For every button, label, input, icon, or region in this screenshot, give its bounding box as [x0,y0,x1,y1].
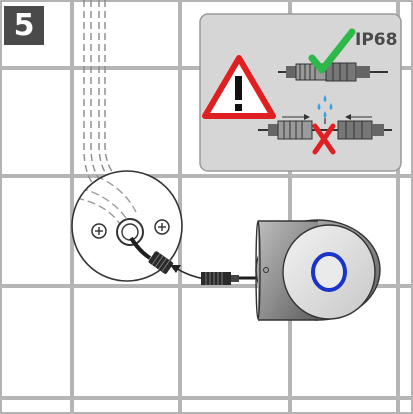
screw-icon [154,219,170,235]
water-drops-icon [317,95,333,118]
screw-icon [91,223,107,239]
lamp-port [263,267,269,273]
connect-arrow [170,265,206,280]
connector-gap-incorrect [258,114,392,140]
step-number-badge: 5 [4,6,44,45]
magnified-junction-box [71,170,183,282]
ip-rating-label: IP68 [355,30,398,50]
check-icon [308,28,356,74]
dashed-cable-channel [83,0,133,201]
lamp-unit [255,219,381,321]
warning-triangle-icon [202,55,276,119]
connector-plug-icon [148,251,174,274]
cross-icon [312,123,336,155]
lamp-connector [201,272,262,285]
lamp-led-ring [311,252,347,292]
warning-panel [199,13,402,172]
wall-cable [129,236,152,260]
cable-hole [116,218,144,246]
connector-joined-correct [278,62,388,82]
